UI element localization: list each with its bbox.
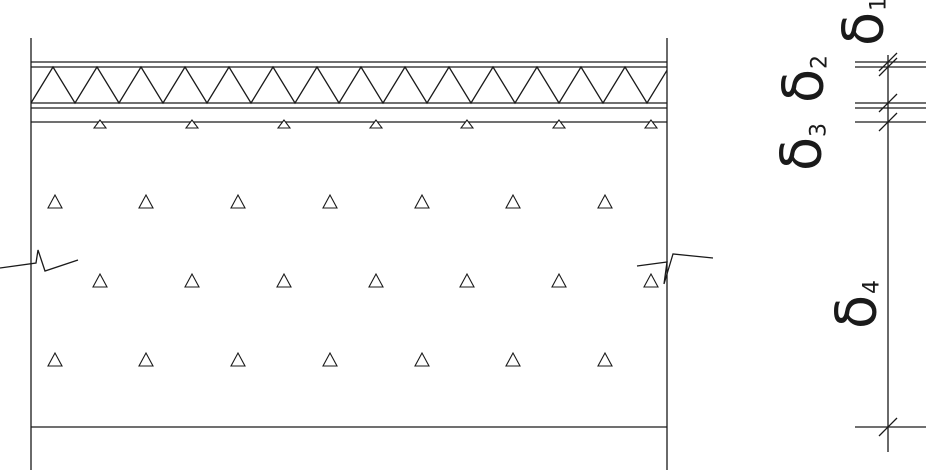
aggregate-symbols: [47, 119, 659, 367]
aggregate-triangle: [276, 272, 292, 288]
aggregate-triangle: [184, 272, 200, 288]
insulation-zigzag: [30, 65, 668, 105]
aggregate-triangle: [184, 119, 200, 129]
label-delta-2: δ 2: [772, 55, 837, 103]
aggregate-triangle: [276, 119, 292, 129]
dimension-tick: [878, 93, 898, 113]
aggregate-triangle: [92, 272, 108, 288]
label-delta-1-symbol: δ: [832, 12, 897, 46]
aggregate-triangle: [505, 351, 521, 367]
aggregate-triangle: [368, 272, 384, 288]
label-delta-3-symbol: δ: [770, 137, 835, 171]
aggregate-triangle: [230, 351, 246, 367]
dimension-ticks: [878, 52, 898, 437]
dimension-extension-lines: [855, 61, 926, 428]
aggregate-triangle: [322, 351, 338, 367]
aggregate-triangle: [459, 119, 475, 129]
dimension-tick: [878, 417, 898, 437]
aggregate-triangle: [551, 119, 567, 129]
aggregate-triangle: [597, 351, 613, 367]
dimension-tick: [878, 112, 898, 132]
label-delta-2-subscript: 2: [808, 55, 833, 69]
aggregate-triangle: [551, 272, 567, 288]
label-delta-3-subscript: 3: [807, 123, 832, 137]
break-line-right: [636, 253, 714, 285]
dimension-tick: [878, 57, 898, 77]
aggregate-triangle: [322, 193, 338, 209]
aggregate-triangle: [368, 119, 384, 129]
label-delta-2-symbol: δ: [772, 69, 837, 103]
aggregate-triangle: [459, 272, 475, 288]
label-delta-3: δ 3: [770, 123, 835, 171]
aggregate-triangle: [414, 351, 430, 367]
break-line-left: [0, 249, 79, 272]
dimension-tick: [878, 52, 898, 72]
aggregate-triangle: [47, 351, 63, 367]
aggregate-triangle: [92, 119, 108, 129]
label-delta-4: δ 4: [825, 280, 890, 329]
aggregate-triangle: [230, 193, 246, 209]
label-delta-1-subscript: 1: [867, 0, 892, 11]
layer-boundaries: [31, 61, 667, 428]
aggregate-triangle: [643, 272, 659, 288]
aggregate-triangle: [138, 193, 154, 209]
aggregate-triangle: [414, 193, 430, 209]
aggregate-triangle: [138, 351, 154, 367]
label-delta-4-symbol: δ: [825, 295, 890, 329]
aggregate-triangle: [643, 119, 659, 129]
label-delta-4-subscript: 4: [860, 280, 885, 294]
aggregate-triangle: [505, 193, 521, 209]
aggregate-triangle: [597, 193, 613, 209]
label-delta-1: δ 1: [832, 0, 897, 46]
aggregate-triangle: [47, 193, 63, 209]
